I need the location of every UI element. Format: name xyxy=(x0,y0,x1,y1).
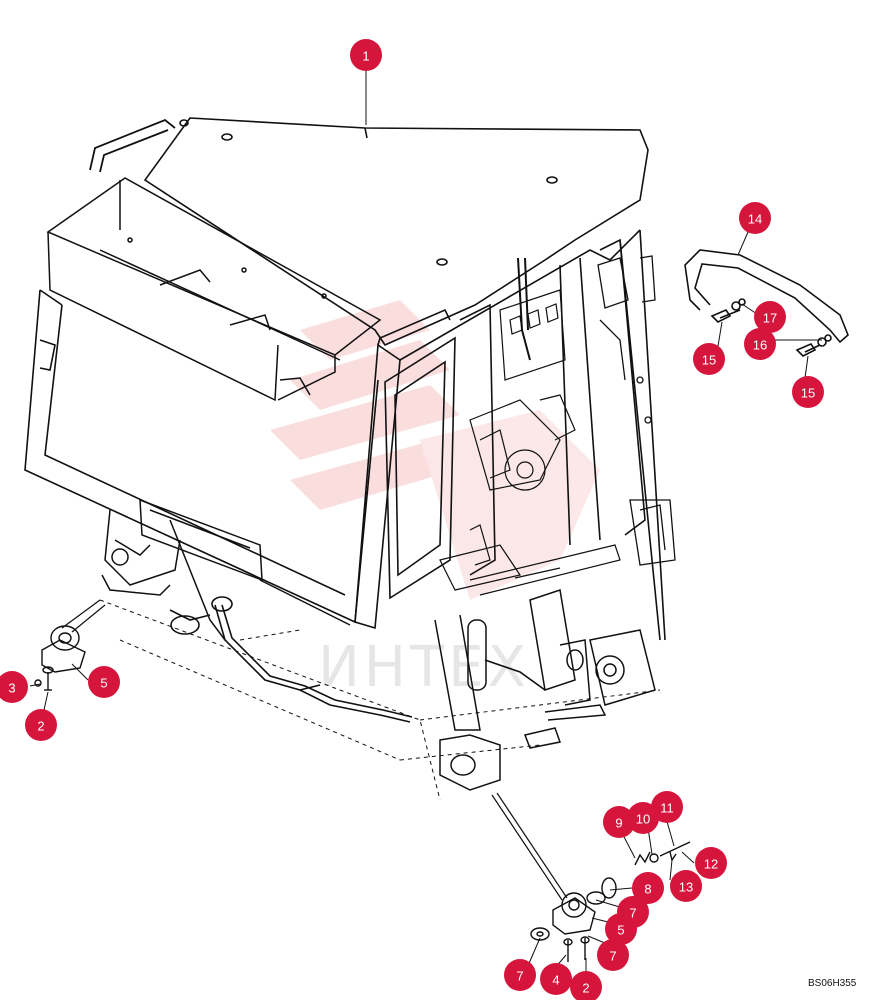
left-mount-exploded xyxy=(34,625,86,691)
callout-badge xyxy=(0,671,28,703)
watermark-text: ИНТЕХ xyxy=(318,635,530,700)
callout-11: 11 xyxy=(651,791,683,823)
callout-12: 12 xyxy=(695,847,727,879)
callout-badge xyxy=(693,343,725,375)
left-side-glass xyxy=(24,289,379,624)
callout-label: 5 xyxy=(100,676,107,691)
callout-badge xyxy=(792,376,824,408)
callout-badge xyxy=(603,806,635,838)
callout-label: 2 xyxy=(37,719,44,734)
callout-13: 13 xyxy=(670,870,702,902)
callout-7: 7 xyxy=(597,939,629,971)
callout-badge xyxy=(670,870,702,902)
callout-label: 17 xyxy=(763,311,777,326)
callout-badge xyxy=(350,39,382,71)
door-hinges xyxy=(597,255,676,566)
cab-front-frame xyxy=(354,229,666,641)
callout-label: 14 xyxy=(748,212,762,227)
callout-2: 2 xyxy=(25,709,57,741)
callout-4: 4 xyxy=(540,963,572,995)
callout-5: 5 xyxy=(605,913,637,945)
callout-9: 9 xyxy=(603,806,635,838)
callout-label: 8 xyxy=(644,882,651,897)
callout-7: 7 xyxy=(504,959,536,991)
cab-interior xyxy=(439,289,621,596)
callout-8: 8 xyxy=(632,872,664,904)
callout-badge xyxy=(627,802,659,834)
callout-badge xyxy=(504,959,536,991)
rear-post-and-filter xyxy=(434,589,576,791)
callout-17: 17 xyxy=(754,301,786,333)
callout-badge xyxy=(744,328,776,360)
callout-leaders xyxy=(29,70,822,973)
callout-1: 1 xyxy=(350,39,382,71)
callout-badge xyxy=(597,939,629,971)
right-mount-exploded xyxy=(530,841,691,962)
callout-label: 1 xyxy=(362,49,369,64)
callout-badge xyxy=(570,971,602,1003)
watermark-logo xyxy=(270,300,600,600)
cab-base-frame xyxy=(101,498,351,641)
callout-label: 7 xyxy=(609,949,616,964)
callout-label: 7 xyxy=(629,906,636,921)
handle-exploded xyxy=(684,249,849,357)
callout-badge xyxy=(605,913,637,945)
callout-5: 5 xyxy=(88,666,120,698)
callout-15: 15 xyxy=(693,343,725,375)
callout-label: 12 xyxy=(704,857,718,872)
front-right-mount xyxy=(544,629,656,721)
callout-badge xyxy=(88,666,120,698)
callout-16: 16 xyxy=(744,328,776,360)
callout-label: 4 xyxy=(552,973,559,988)
hose-lines xyxy=(169,596,546,723)
callout-label: 15 xyxy=(801,386,815,401)
callout-label: 5 xyxy=(617,923,624,938)
callout-label: 16 xyxy=(753,338,767,353)
callout-badge xyxy=(695,847,727,879)
callout-label: 13 xyxy=(679,880,693,895)
callout-label: 3 xyxy=(8,681,15,696)
callout-badge xyxy=(754,301,786,333)
callout-15: 15 xyxy=(792,376,824,408)
callout-badge xyxy=(632,872,664,904)
callout-label: 10 xyxy=(636,812,650,827)
callout-label: 7 xyxy=(516,969,523,984)
callout-label: 11 xyxy=(660,801,674,816)
drawing-reference-code: BS06H355 xyxy=(808,978,857,989)
callout-badge xyxy=(739,202,771,234)
roof-rear-handle xyxy=(89,118,176,173)
callout-label: 9 xyxy=(615,816,622,831)
callout-badge xyxy=(25,709,57,741)
cab-roof xyxy=(143,117,649,347)
callout-10: 10 xyxy=(627,802,659,834)
callout-3: 3 xyxy=(0,671,28,703)
callout-14: 14 xyxy=(739,202,771,234)
upper-tray xyxy=(46,177,382,402)
callout-badge xyxy=(540,963,572,995)
callout-label: 15 xyxy=(702,353,716,368)
explode-leaders xyxy=(61,599,568,901)
floor-outline xyxy=(99,599,661,801)
callout-badge xyxy=(651,791,683,823)
callout-2: 2 xyxy=(570,971,602,1003)
callout-label: 2 xyxy=(582,981,589,996)
